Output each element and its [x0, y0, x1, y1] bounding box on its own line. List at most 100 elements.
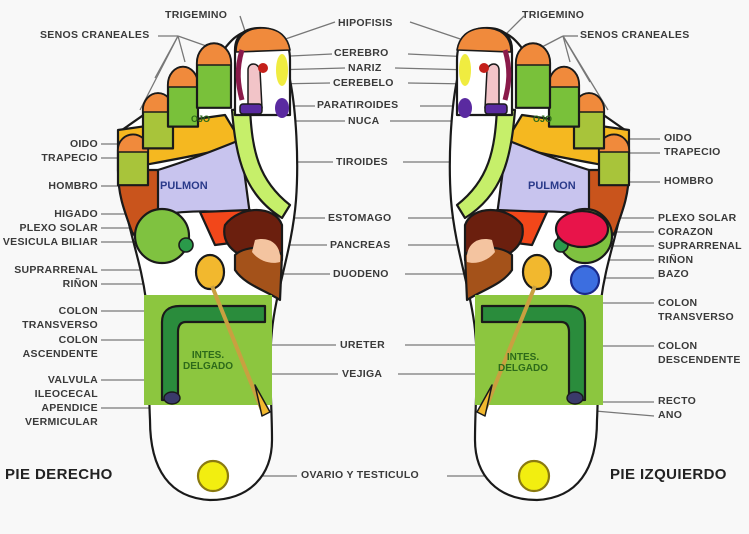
zone-cerebro	[479, 63, 489, 73]
label-vermicular-left: VERMICULAR	[25, 416, 98, 428]
right-foot-drawing	[116, 26, 299, 502]
leader-line	[177, 35, 186, 63]
label-colon-a2-left: ASCENDENTE	[22, 348, 98, 360]
zone-ovario	[517, 459, 551, 493]
big-toe-tip	[235, 27, 291, 53]
label-colon-t2-left: TRANSVERSO	[22, 319, 98, 331]
zone-vejiga	[476, 384, 493, 417]
label-hipofisis: HIPOFISIS	[338, 17, 393, 29]
zone-columna	[455, 106, 517, 220]
zone-valvula-ileocecal	[566, 391, 584, 405]
leader-line	[562, 35, 571, 63]
label-apendice-left: APENDICE	[41, 402, 98, 414]
zone-corazon	[554, 209, 610, 249]
zone-cerebelo	[459, 54, 471, 86]
zone-bazo	[569, 264, 601, 296]
zone-nariz	[247, 63, 263, 109]
zone-higado	[133, 207, 191, 265]
label-rinon-left: RIÑON	[62, 278, 98, 290]
label-intes-right: INTES.	[506, 352, 540, 363]
label-vesicula-left: VESICULA BILIAR	[2, 236, 98, 248]
label-plexo-right: PLEXO SOLAR	[658, 212, 737, 224]
foot-group	[448, 26, 631, 502]
label-ojo-right: OJO	[533, 114, 553, 124]
label-pancreas: PANCREAS	[330, 239, 391, 251]
label-colon-t1-right: COLON	[658, 297, 698, 309]
label-rinon-right: RIÑON	[658, 254, 694, 266]
zone-nuca	[458, 98, 472, 118]
zone-trigemino	[235, 49, 245, 101]
label-plexo-left: PLEXO SOLAR	[19, 222, 98, 234]
zone-duodeno-light	[466, 239, 495, 263]
zone-paratiroides	[239, 103, 263, 115]
label-cerebelo: CEREBELO	[333, 77, 394, 89]
label-trigemino-right: TRIGEMINO	[522, 9, 585, 21]
label-valvula-left: VALVULA	[47, 374, 98, 386]
label-corazon-right: CORAZON	[658, 226, 714, 238]
label-suprarrenal-left: SUPRARRENAL	[14, 264, 98, 276]
label-hombro-left: HOMBRO	[48, 180, 98, 192]
toe-tip	[167, 66, 199, 88]
label-delgado-right: DELGADO	[498, 363, 548, 374]
zone-rinon	[194, 253, 226, 291]
label-trapecio-right: TRAPECIO	[664, 146, 721, 158]
foot-group	[116, 26, 299, 502]
label-bazo-right: BAZO	[658, 268, 689, 280]
label-pulmon-left: PULMON	[160, 180, 208, 192]
label-ano-right: ANO	[658, 409, 683, 421]
zone-ureter	[483, 285, 537, 411]
label-intestino-left: INTES.DELGADO	[183, 350, 233, 372]
zone-trigemino	[502, 49, 512, 101]
left-foot-drawing	[448, 26, 631, 502]
label-senos-right: SENOS CRANEALES	[580, 29, 690, 41]
label-trapecio-left: TRAPECIO	[41, 152, 98, 164]
label-colon-d1-right: COLON	[658, 340, 698, 352]
label-colon-t2-right: TRANSVERSO	[658, 311, 734, 323]
label-intestino-right: INTES.DELGADO	[498, 352, 548, 374]
leader-line	[539, 35, 564, 49]
label-trigemino-left: TRIGEMINO	[165, 9, 228, 21]
label-cerebro: CEREBRO	[334, 47, 389, 59]
big-toe-tip	[456, 27, 512, 53]
label-intes-left: INTES.	[191, 350, 225, 361]
label-delgado-left: DELGADO	[183, 361, 233, 372]
zone-vesicula-biliar	[178, 237, 194, 253]
label-hombro-right: HOMBRO	[664, 175, 714, 187]
label-senos-left: SENOS CRANEALES	[40, 29, 150, 41]
toe-tip	[548, 66, 580, 88]
zone-cerebro	[258, 63, 268, 73]
label-colon-d2-right: DESCENDENTE	[658, 354, 741, 366]
leader-line	[154, 35, 179, 79]
mirror-group	[448, 26, 631, 502]
zone-colon	[480, 304, 587, 402]
label-suprarrenal-right: SUPRARRENAL	[658, 240, 742, 252]
title-pie-izquierdo: PIE IZQUIERDO	[610, 466, 727, 483]
label-pulmon-right: PULMON	[528, 180, 576, 192]
zone-ureter	[210, 285, 264, 411]
zone-nariz	[484, 63, 500, 109]
label-ileocecal-left: ILEOCECAL	[34, 388, 98, 400]
label-recto-right: RECTO	[658, 395, 697, 407]
zone-duodeno-light	[252, 239, 281, 263]
label-estomago: ESTOMAGO	[328, 212, 392, 224]
label-paratiroides: PARATIROIDES	[317, 99, 399, 111]
title-pie-derecho: PIE DERECHO	[5, 466, 113, 483]
label-higado-left: HIGADO	[54, 208, 98, 220]
zone-nuca	[275, 98, 289, 118]
zone-cerebelo	[276, 54, 288, 86]
label-colon-a1-left: COLON	[58, 334, 98, 346]
label-nuca: NUCA	[348, 115, 380, 127]
label-vejiga: VEJIGA	[342, 368, 383, 380]
zone-paratiroides	[484, 103, 508, 115]
label-tiroides: TIROIDES	[336, 156, 388, 168]
zone-vejiga	[254, 384, 271, 417]
label-duodeno: DUODENO	[333, 268, 389, 280]
zone-rinon	[521, 253, 553, 291]
zone-columna	[230, 106, 292, 220]
toe-tip	[515, 42, 551, 66]
toe-tip	[196, 42, 232, 66]
zone-colon	[160, 304, 267, 402]
zone-valvula-ileocecal	[163, 391, 181, 405]
